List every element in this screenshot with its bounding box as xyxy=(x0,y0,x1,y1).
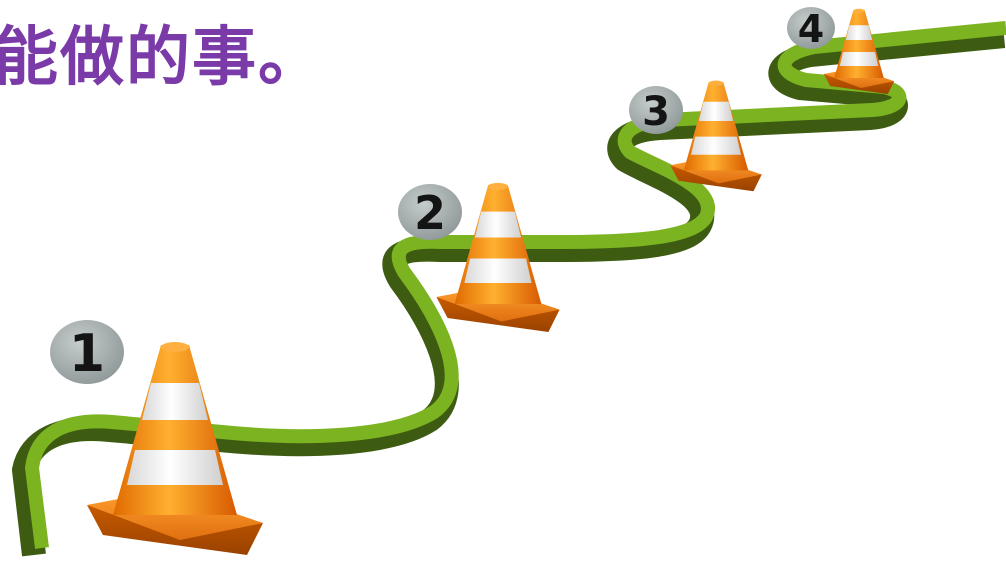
step-number-4: 4 xyxy=(798,7,824,51)
step-number-1: 1 xyxy=(69,324,105,384)
traffic-cone-2 xyxy=(436,182,560,332)
step-badge-4: 4 xyxy=(787,7,835,51)
step-badge-3: 3 xyxy=(629,86,683,135)
page-title: 能做的事。 xyxy=(0,21,324,95)
traffic-cone-4 xyxy=(823,8,895,94)
step-number-2: 2 xyxy=(414,186,446,240)
road-surface xyxy=(25,21,1006,549)
step-badge-1: 1 xyxy=(50,320,124,384)
traffic-cone-3 xyxy=(670,80,762,192)
traffic-cone-1 xyxy=(87,342,263,555)
step-number-3: 3 xyxy=(642,89,670,135)
step-badge-2: 2 xyxy=(398,184,462,240)
